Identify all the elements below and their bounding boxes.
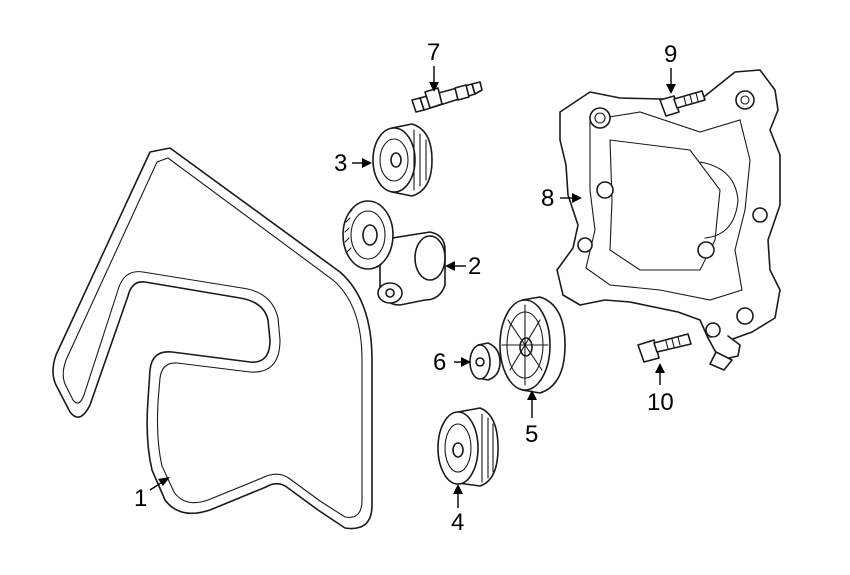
callout-8: 8	[541, 185, 582, 212]
callout-7: 7	[427, 39, 440, 92]
callout-label-6: 6	[433, 349, 446, 376]
idler-pulley-lower[interactable]	[437, 407, 499, 487]
mounting-bracket[interactable]	[556, 69, 781, 371]
callout-1: 1	[134, 477, 170, 512]
callout-label-9: 9	[664, 41, 677, 68]
callout-label-5: 5	[525, 421, 538, 448]
callout-3: 3	[334, 150, 372, 177]
callout-label-8: 8	[541, 185, 554, 212]
pulley-cap[interactable]	[469, 342, 501, 381]
callout-label-7: 7	[427, 39, 440, 66]
callout-10: 10	[647, 363, 674, 416]
callout-5: 5	[525, 390, 538, 448]
callout-label-2: 2	[468, 253, 481, 280]
bracket-bolt-lower[interactable]	[637, 333, 692, 363]
drive-belt[interactable]	[52, 147, 373, 530]
belt-tensioner[interactable]	[342, 200, 446, 306]
callout-label-1: 1	[134, 485, 147, 512]
bracket-bolt-upper[interactable]	[659, 90, 706, 117]
callout-4: 4	[451, 484, 464, 536]
callout-2: 2	[445, 253, 481, 280]
tensioner-stud[interactable]	[411, 81, 483, 113]
idler-pulley-upper[interactable]	[372, 123, 433, 197]
callout-label-4: 4	[451, 509, 464, 536]
callout-6: 6	[433, 349, 471, 376]
callout-label-10: 10	[647, 389, 674, 416]
callout-label-3: 3	[334, 150, 347, 177]
idler-pulley-smooth[interactable]	[499, 296, 566, 394]
callout-9: 9	[664, 41, 677, 94]
